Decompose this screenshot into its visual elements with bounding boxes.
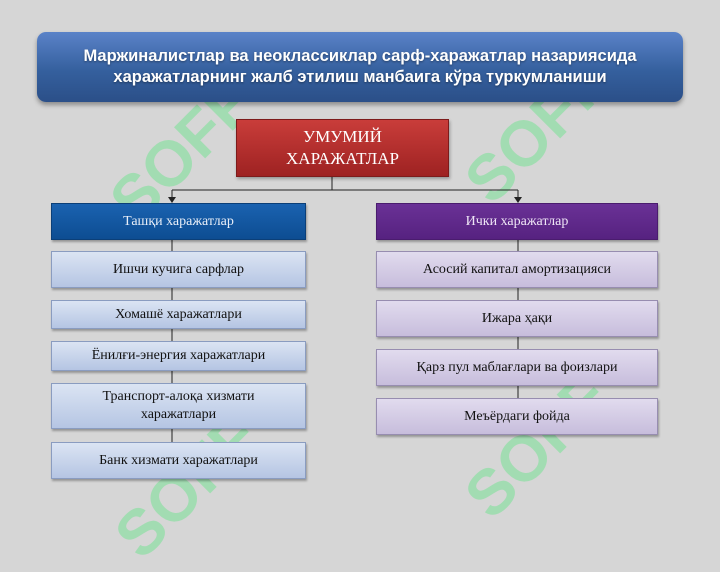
- internal-costs-header-label: Ички харажатлар: [465, 213, 569, 229]
- internal-cost-item: Ижара ҳақи: [376, 300, 658, 337]
- internal-costs-header: Ички харажатлар: [376, 203, 658, 240]
- root-node: УМУМИЙ ХАРАЖАТЛАР: [236, 119, 449, 177]
- root-line-1: УМУМИЙ: [303, 127, 382, 146]
- internal-cost-item: Меъёрдаги фойда: [376, 398, 658, 435]
- external-cost-item-label: Ишчи кучига сарфлар: [112, 261, 245, 277]
- external-cost-item-label: Транспорт-алоқа хизмати харажатлари: [102, 389, 255, 422]
- title-line-1: Маржиналистлар ва неоклассиклар сарф-хар…: [83, 47, 637, 65]
- title-line-2: харажатларнинг жалб этилиш манбаига кўра…: [113, 68, 607, 86]
- internal-cost-item: Қарз пул маблағлари ва фоизлари: [376, 349, 658, 386]
- arrowhead-right: [514, 197, 522, 203]
- internal-cost-item-label: Ижара ҳақи: [481, 310, 553, 326]
- external-cost-item: Банк хизмати харажатлари: [51, 442, 306, 479]
- internal-cost-item: Асосий капитал амортизацияси: [376, 251, 658, 288]
- slide-title: Маржиналистлар ва неоклассиклар сарф-хар…: [37, 32, 683, 102]
- external-cost-item: Ёнилғи-энергия харажатлари: [51, 341, 306, 371]
- external-cost-item-label: Хомашё харажатлари: [115, 306, 242, 322]
- external-cost-item: Ишчи кучига сарфлар: [51, 251, 306, 288]
- external-costs-header-label: Ташқи харажатлар: [123, 213, 234, 229]
- internal-cost-item-label: Қарз пул маблағлари ва фоизлари: [416, 359, 618, 375]
- external-cost-item: Хомашё харажатлари: [51, 300, 306, 329]
- external-cost-item: Транспорт-алоқа хизмати харажатлари: [51, 383, 306, 429]
- root-line-2: ХАРАЖАТЛАР: [286, 149, 399, 168]
- internal-cost-item-label: Асосий капитал амортизацияси: [422, 261, 612, 277]
- external-cost-item-label: Банк хизмати харажатлари: [99, 452, 258, 468]
- external-cost-item-label: Ёнилғи-энергия харажатлари: [91, 348, 266, 363]
- internal-cost-item-label: Меъёрдаги фойда: [464, 408, 570, 424]
- arrowhead-left: [168, 197, 176, 203]
- external-costs-header: Ташқи харажатлар: [51, 203, 306, 240]
